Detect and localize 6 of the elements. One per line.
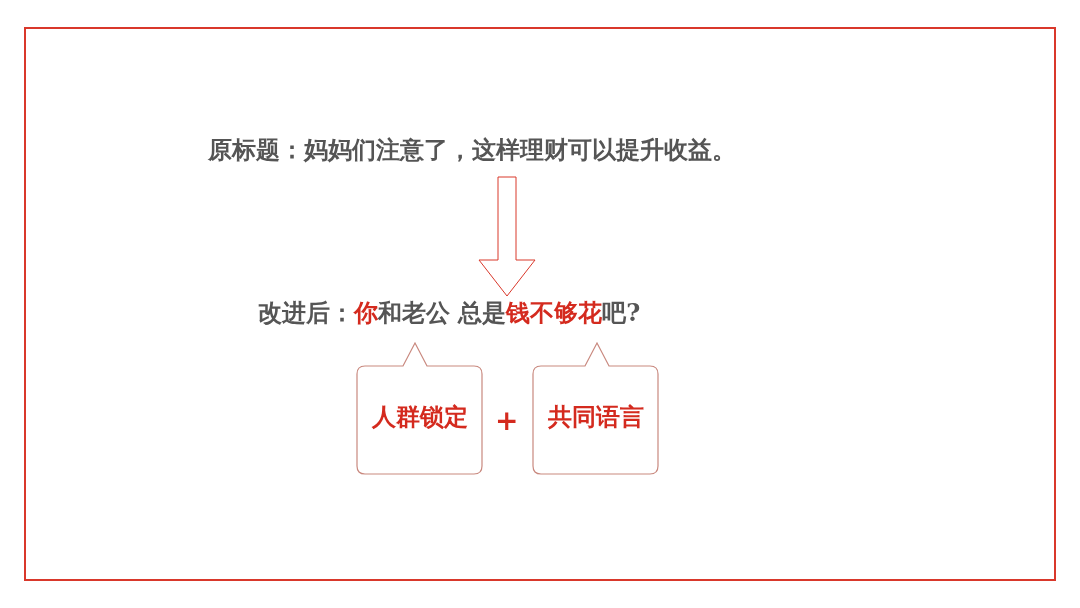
speech-bubble: 人群锁定 (357, 342, 482, 474)
speech-bubble: 共同语言 (533, 342, 658, 474)
revised-headline: 改进后：你和老公 总是钱不够花吧? (258, 298, 641, 328)
block-arrow (478, 176, 536, 297)
plus-sign: + (495, 406, 519, 436)
original-headline: 原标题：妈妈们注意了，这样理财可以提升收益。 (208, 135, 736, 165)
